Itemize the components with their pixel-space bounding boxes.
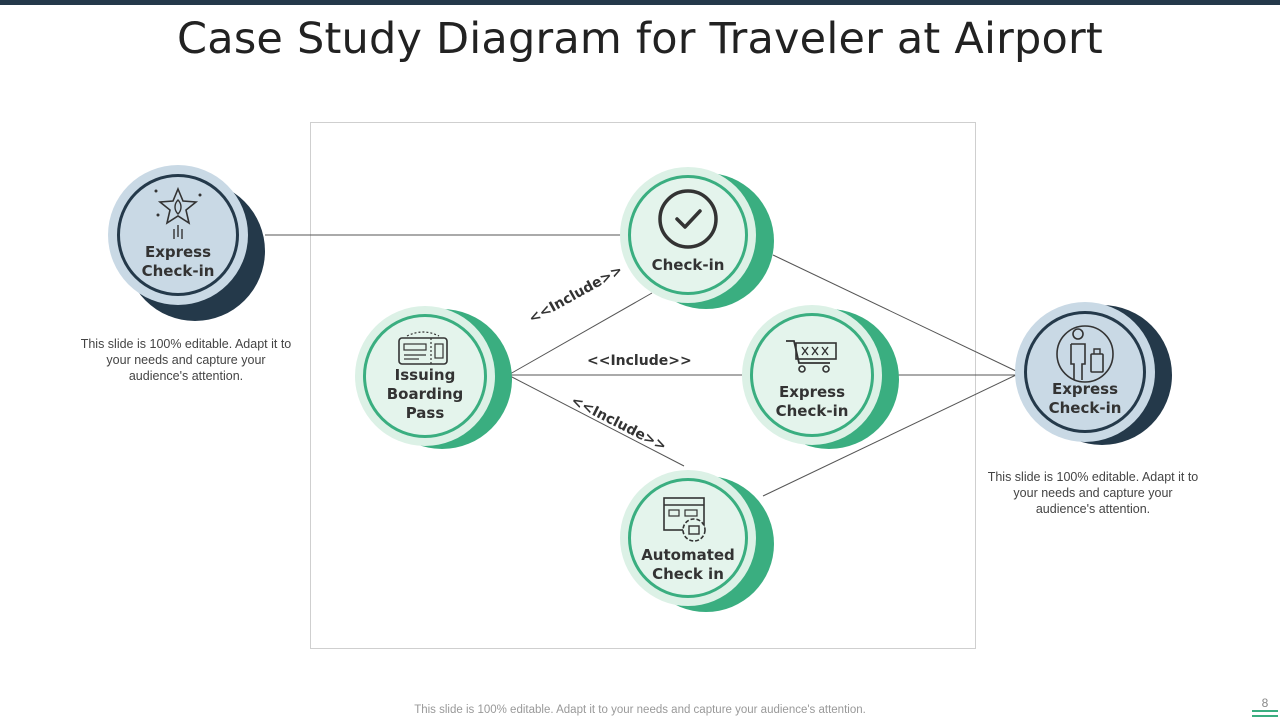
page-number-underline-top xyxy=(1252,710,1278,712)
note-right: This slide is 100% editable. Adapt it to… xyxy=(987,470,1199,516)
page-number: 8 xyxy=(1261,696,1269,710)
issuing-boarding-pass-label: Issuing Boarding Pass xyxy=(386,366,464,422)
usecase-check-in: Check-in xyxy=(620,167,774,309)
system-boundary xyxy=(310,122,976,649)
top-accent-bar xyxy=(0,0,1280,5)
link-issuing-automated xyxy=(509,375,685,467)
page-number-underline-bottom xyxy=(1252,715,1278,717)
automated-check-in-label: Automated Check in xyxy=(641,546,735,583)
link-checkin-issuing xyxy=(509,292,653,375)
rocket-star-icon xyxy=(154,186,202,239)
footer-text: This slide is 100% editable. Adapt it to… xyxy=(414,704,866,716)
page-title: Case Study Diagram for Traveler at Airpo… xyxy=(177,14,1103,64)
note-left: This slide is 100% editable. Adapt it to… xyxy=(80,337,292,383)
link-automated-actor xyxy=(762,374,1017,497)
check-in-label: Check-in xyxy=(651,256,725,274)
include-label-middle: <<Include>> xyxy=(587,353,692,369)
usecase-automated-check-in: Automated Check in xyxy=(620,470,774,612)
boarding-pass-icon xyxy=(398,331,448,365)
usecase-express-check-in: Express Check-in xyxy=(742,305,899,449)
automation-window-icon xyxy=(663,497,706,542)
traveler-luggage-icon xyxy=(1056,325,1114,383)
checkmark-icon xyxy=(658,189,718,249)
express-check-in-label: Express Check-in xyxy=(775,383,849,420)
cart-icon xyxy=(786,340,837,373)
link-checkin-actor xyxy=(772,254,1017,372)
usecase-issuing-boarding-pass: Issuing Boarding Pass xyxy=(355,306,512,449)
